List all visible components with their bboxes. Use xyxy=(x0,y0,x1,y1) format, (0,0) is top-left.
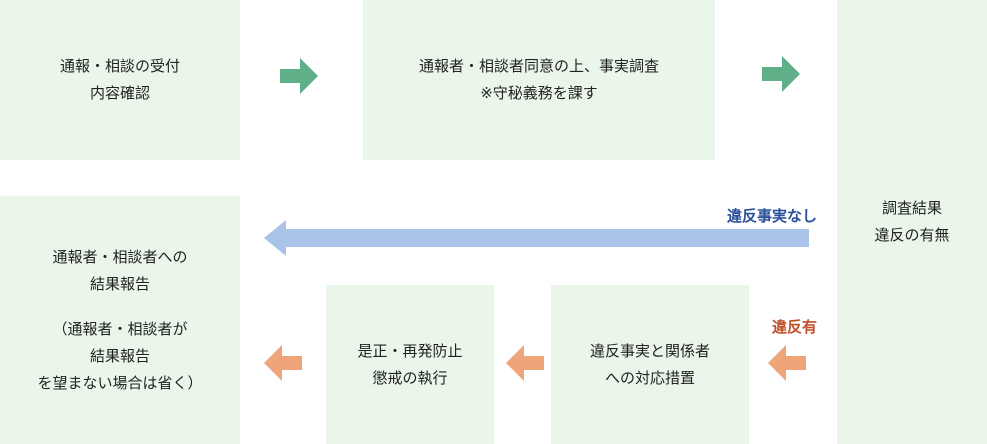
no-violation-arrow xyxy=(264,220,809,256)
violation-arrow-1 xyxy=(768,345,806,381)
report-line-2: 結果報告 xyxy=(89,274,150,293)
violation-arrow-2 xyxy=(506,345,544,381)
response-box: 違反事実と関係者 への対応措置 xyxy=(551,285,749,444)
no-violation-label: 違反事実なし xyxy=(726,207,817,225)
investigation-line-2: ※守秘義務を課す xyxy=(480,84,598,102)
report-note-line-1: （通報者・相談者が xyxy=(52,319,188,338)
result-line-2: 違反の有無 xyxy=(874,226,950,244)
violation-arrow-3 xyxy=(264,345,302,381)
report-box: 通報者・相談者への 結果報告 （通報者・相談者が 結果報告 を望まない場合は省く… xyxy=(0,196,240,444)
forward-arrow-2 xyxy=(762,56,800,92)
violation-label: 違反有 xyxy=(771,318,817,336)
correction-line-1: 是正・再発防止 xyxy=(357,341,463,360)
response-line-1: 違反事実と関係者 xyxy=(589,341,710,360)
result-line-1: 調査結果 xyxy=(881,199,942,217)
report-note-line-3: を望まない場合は省く） xyxy=(37,373,203,392)
intake-line-1: 通報・相談の受付 xyxy=(59,57,180,75)
correction-line-2: 懲戒の執行 xyxy=(372,368,448,387)
investigation-line-1: 通報者・相談者同意の上、事実調査 xyxy=(418,57,659,75)
correction-box: 是正・再発防止 懲戒の執行 xyxy=(326,285,494,444)
response-line-2: への対応措置 xyxy=(604,368,695,387)
result-box: 調査結果 違反の有無 xyxy=(837,0,987,444)
forward-arrow-1 xyxy=(280,58,318,94)
report-note-line-2: 結果報告 xyxy=(89,346,150,365)
intake-line-2: 内容確認 xyxy=(89,84,150,102)
intake-box: 通報・相談の受付 内容確認 xyxy=(0,0,240,160)
report-line-1: 通報者・相談者への xyxy=(52,247,188,266)
investigation-box: 通報者・相談者同意の上、事実調査 ※守秘義務を課す xyxy=(363,0,715,160)
